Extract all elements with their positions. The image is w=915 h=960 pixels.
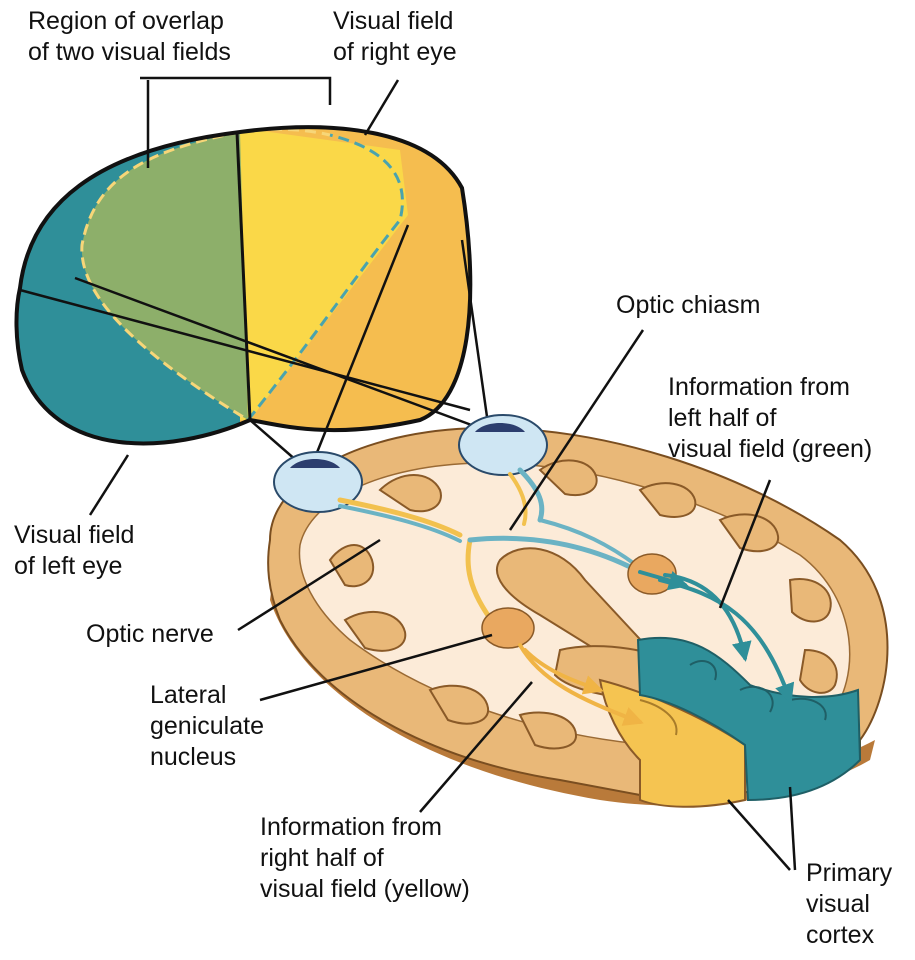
right-field-leader <box>365 80 398 135</box>
cortex-leader-teal <box>790 787 795 870</box>
visual-field <box>0 100 500 480</box>
optic-nerve-label: Optic nerve <box>86 619 214 650</box>
right-eye <box>459 415 547 475</box>
cortex-leader-yellow <box>728 800 790 870</box>
optic-chiasm-label: Optic chiasm <box>616 290 760 321</box>
left-lgn <box>482 608 534 648</box>
left-field-leader <box>90 455 128 515</box>
